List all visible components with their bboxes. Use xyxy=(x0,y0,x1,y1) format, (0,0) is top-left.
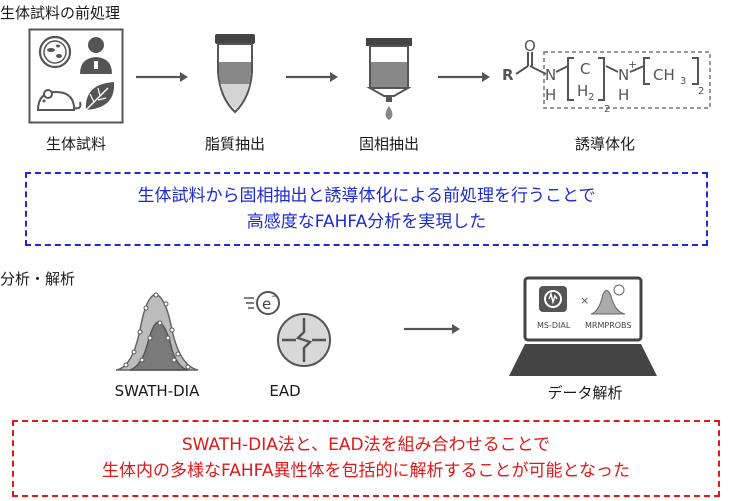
structure-h2-label: H xyxy=(577,82,588,100)
structure-h3-label: H xyxy=(618,86,629,104)
summary-text-line1: 生体試料から固相抽出と誘導体化による前処理を行うことで xyxy=(137,186,596,206)
structure-n-label: N xyxy=(545,66,556,84)
arrow-right-icon xyxy=(404,324,460,334)
structure-ch-label: CH xyxy=(653,66,675,84)
electron-activated-dissociation-icon: e − xyxy=(244,291,331,367)
laptop-analysis-icon: × MS-DIAL MRMPROBS xyxy=(509,276,657,376)
electron-charge-label: − xyxy=(271,292,279,302)
biological-sample-icon xyxy=(28,28,124,124)
structure-sub2-label: 2 xyxy=(588,92,594,103)
structure-sub2-outer-label: 2 xyxy=(604,104,610,114)
step-label-spe: 固相抽出 xyxy=(358,135,419,153)
structure-sub3-label: 3 xyxy=(680,76,686,87)
section-title-analysis: 分析・解析 xyxy=(0,270,76,288)
software-msdial-label: MS-DIAL xyxy=(537,321,571,330)
arrow-right-icon xyxy=(438,72,490,82)
summary-text-line2: 生体内の多様なFAHFA異性体を包括的に解析することが可能となった xyxy=(102,461,630,481)
electron-symbol-label: e xyxy=(262,295,271,313)
summary-box-analysis: SWATH-DIA法と、EAD法を組み合わせることで 生体内の多様なFAHFA異… xyxy=(12,420,720,497)
structure-sub2b-label: 2 xyxy=(698,86,704,97)
extraction-tube-icon xyxy=(215,34,255,114)
software-mrmprobs-label: MRMPROBS xyxy=(585,321,631,330)
step-label-lipid-extraction: 脂質抽出 xyxy=(204,135,265,153)
derivatization-structure-icon: R O N H C H 2 2 N + H CH 3 2 xyxy=(502,38,711,114)
section-title-pretreatment: 生体試料の前処理 xyxy=(0,4,121,22)
item-label-ead: EAD xyxy=(269,382,301,400)
arrow-right-icon xyxy=(286,72,338,82)
swath-peaks-icon xyxy=(115,292,199,371)
spe-cartridge-icon xyxy=(366,38,412,120)
structure-h-label: H xyxy=(545,86,556,104)
structure-o-label: O xyxy=(524,38,536,55)
structure-n2-label: N xyxy=(618,66,629,84)
item-label-swath: SWATH-DIA xyxy=(114,382,200,400)
structure-c-label: C xyxy=(580,60,590,78)
step-label-sample: 生体試料 xyxy=(45,135,106,153)
arrow-right-icon xyxy=(136,72,188,82)
summary-text-line2: 高感度なFAHFA分析を実現した xyxy=(246,212,487,232)
structure-plus-label: + xyxy=(628,58,637,71)
item-label-data-analysis: データ解析 xyxy=(547,384,623,402)
step-label-derivatization: 誘導体化 xyxy=(574,135,635,153)
times-symbol: × xyxy=(580,294,589,307)
structure-r-label: R xyxy=(502,66,514,84)
summary-text-line1: SWATH-DIA法と、EAD法を組み合わせることで xyxy=(181,435,551,455)
summary-box-pretreatment: 生体試料から固相抽出と誘導体化による前処理を行うことで 高感度なFAHFA分析を… xyxy=(25,172,708,246)
